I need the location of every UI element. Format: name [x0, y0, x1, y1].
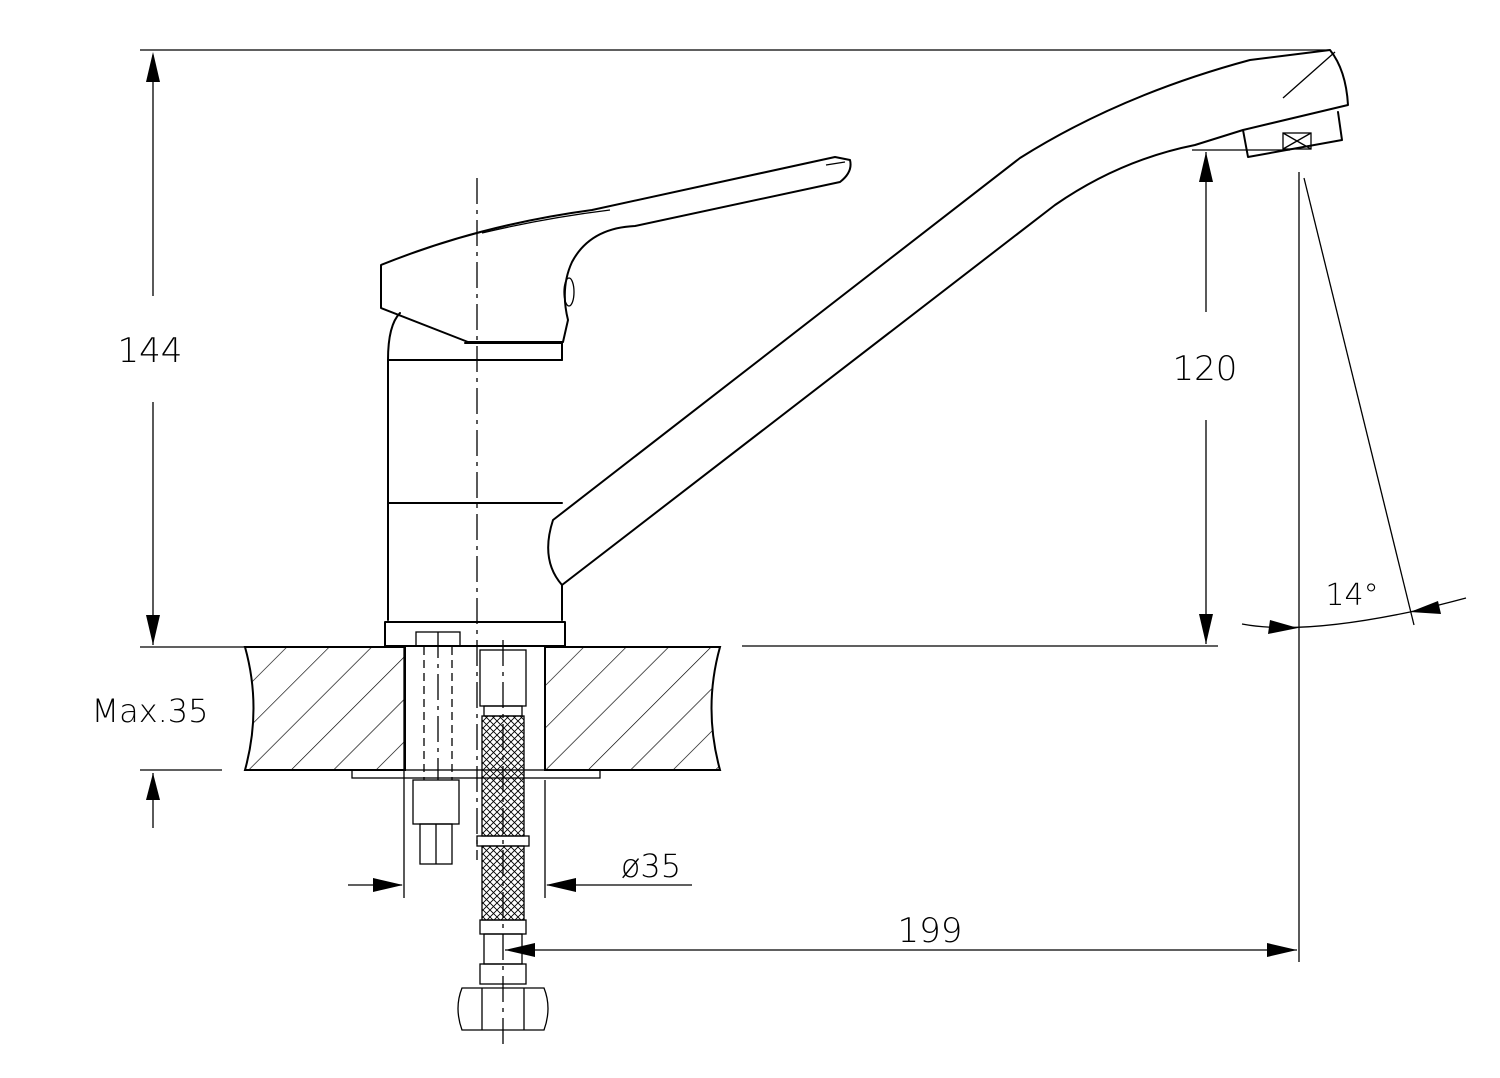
hose-hex-nut: [457, 987, 549, 1031]
aerator-cross: [1282, 132, 1312, 150]
mounting-stud: [412, 631, 461, 865]
countertop-left-hatch: [243, 646, 406, 771]
spout: [547, 49, 1349, 586]
spout-outline: [547, 49, 1349, 586]
spout-height-label: 120: [1173, 349, 1238, 389]
countertop-right-hatch: [544, 646, 722, 771]
faucet-body: [384, 312, 566, 647]
flexible-hose: [457, 640, 549, 1045]
counter-thickness-label: Max.35: [91, 692, 208, 730]
lever-tip-detail: [825, 161, 846, 166]
hole-diameter-label: ø35: [621, 847, 681, 885]
lever-pivot: [563, 277, 575, 307]
spout-angle-label: 14°: [1325, 578, 1378, 613]
dimension-spout-reach: 199: [505, 172, 1300, 962]
dimension-overall-height: 144: [118, 49, 1330, 648]
body-cylinder: [387, 359, 563, 621]
overall-height-label: 144: [118, 331, 183, 371]
mounting-plate: [351, 769, 601, 779]
dimension-counter-thickness: Max.35: [91, 692, 222, 828]
lever-outline: [380, 156, 852, 343]
spout-reach-label: 199: [898, 911, 963, 951]
base-ring: [384, 621, 566, 647]
dimension-hole-diameter: ø35: [348, 648, 692, 898]
lever-handle: [380, 156, 852, 343]
stud-nut: [412, 779, 460, 825]
aerator: [1282, 132, 1312, 150]
spout-top-line: [1282, 51, 1336, 99]
dimension-spout-height: 120: [742, 149, 1290, 647]
countertop-section: [243, 646, 722, 779]
dimension-spout-angle: 14°: [1241, 177, 1467, 634]
lever-top-edge: [481, 209, 611, 234]
